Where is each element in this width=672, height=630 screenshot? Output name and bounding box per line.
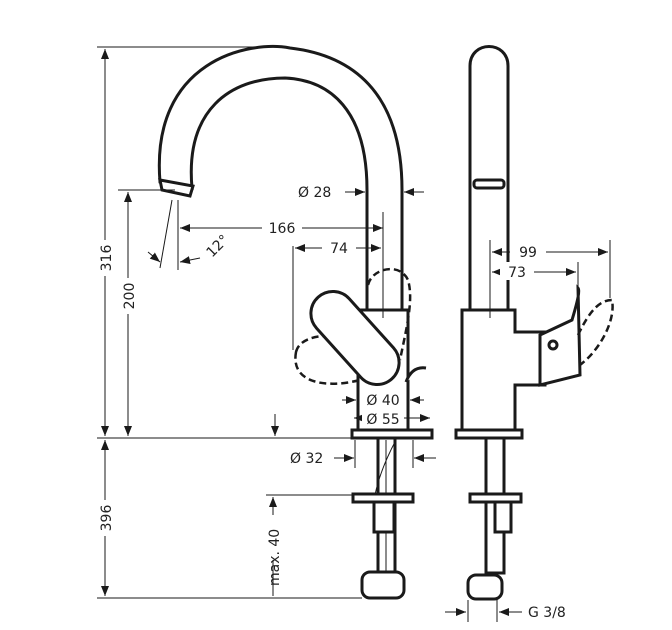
dim-166: 166 [269,221,296,237]
pull-rod [404,366,427,383]
side-lever-ghost [576,298,614,366]
dim-diameter-55: Ø 55 [366,412,399,428]
dim-200: 200 [122,283,138,310]
side-view [445,45,614,622]
dim-diameter-40: Ø 40 [366,393,399,409]
lever-up-ghost [366,267,412,361]
side-aerator [472,178,506,190]
dim-diameter-28: Ø 28 [298,185,331,201]
aerator [158,178,195,198]
dim-73: 73 [508,265,526,281]
lever [309,289,401,387]
side-body [460,308,547,432]
dim-316: 316 [99,245,115,272]
spout [157,44,404,314]
dim-74: 74 [330,241,348,257]
hose [374,439,397,496]
front-view [97,44,436,600]
side-nut [493,500,513,534]
dim-max-40: max. 40 [267,529,283,586]
lever-left-ghost [294,334,362,385]
dim-12-degrees: 12° [204,232,233,261]
mounting-nut [372,500,396,534]
dim-diameter-32: Ø 32 [290,451,323,467]
dim-99: 99 [519,245,537,261]
side-lever [538,284,582,387]
dim-g-3-8: G 3/8 [528,605,566,621]
dim-396: 396 [99,505,115,532]
connection-nuts [360,570,406,600]
side-connection-nut [466,573,504,601]
